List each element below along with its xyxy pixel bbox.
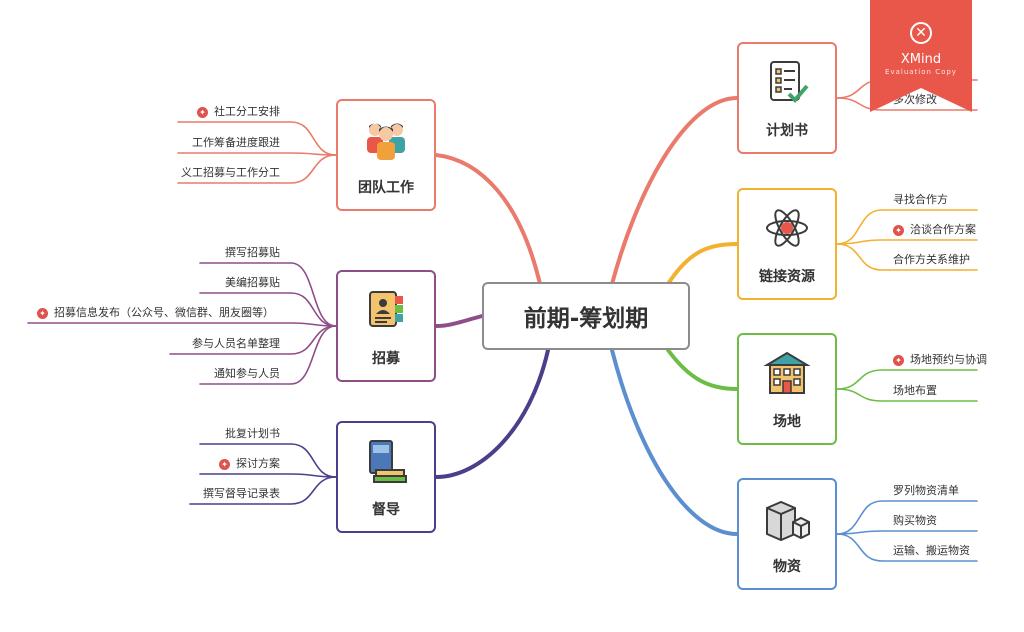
priority-star-icon: ✦ [197,106,208,118]
leaf-team-1[interactable]: 工作筹备进度跟进 [192,136,280,149]
leaf-supervise-2[interactable]: 撰写督导记录表 [203,487,280,500]
connector-root-supervise [434,348,550,479]
connector-team-leaf-1 [177,152,337,156]
branch-material[interactable]: 物资 [737,478,837,590]
leaf-supervise-1[interactable]: ✦探讨方案 [219,457,280,471]
branch-material-label: 物资 [773,559,801,575]
connector-resource-leaf-0 [836,209,978,245]
leaf-plan-1[interactable]: 多次修改 [893,93,937,106]
leaf-resource-2[interactable]: 合作方关系维护 [893,253,970,266]
connector-plan-leaf-1 [836,97,978,111]
leaf-team-0[interactable]: ✦社工分工安排 [197,105,280,119]
leaf-supervise-0[interactable]: 批复计划书 [225,427,280,440]
checklist-icon [770,61,809,103]
leaf-recruit-2[interactable]: ✦招募信息发布（公众号、微信群、朋友圈等） [37,306,274,320]
branch-plan-label: 计划书 [766,123,808,139]
connector-team-leaf-0 [177,121,337,156]
close-icon[interactable]: ✕ [910,22,932,44]
connector-material-leaf-0 [836,500,978,535]
connector-root-plan [610,96,739,286]
priority-star-icon: ✦ [37,307,48,319]
branch-team[interactable]: 团队工作 [336,99,436,211]
connector-root-material [610,348,739,536]
leaf-resource-0[interactable]: 寻找合作方 [893,193,948,206]
branch-resource[interactable]: 链接资源 [737,188,837,300]
branch-recruit-label: 招募 [372,351,400,367]
connector-material-leaf-1 [836,530,978,535]
connector-venue-leaf-0 [836,369,978,390]
leaf-venue-1[interactable]: 场地布置 [893,384,937,397]
books-icon [369,440,407,483]
team-icon [367,123,405,160]
branch-resource-label: 链接资源 [759,269,815,285]
leaf-material-2[interactable]: 运输、搬运物资 [893,544,970,557]
leaf-venue-0[interactable]: ✦场地预约与协调 [893,353,987,367]
leaf-recruit-4[interactable]: 通知参与人员 [214,367,280,380]
connector-root-team [434,153,542,286]
branch-team-label: 团队工作 [358,180,414,196]
leaf-team-2[interactable]: 义工招募与工作分工 [181,166,280,179]
branch-venue[interactable]: 场地 [737,333,837,445]
connector-recruit-leaf-4 [199,325,337,385]
connector-supervise-leaf-0 [199,443,337,478]
leaf-recruit-0[interactable]: 撰写招募贴 [225,246,280,259]
branch-recruit[interactable]: 招募 [336,270,436,382]
connector-supervise-leaf-1 [199,473,337,478]
leaf-material-1[interactable]: 购买物资 [893,514,937,527]
connector-recruit-leaf-2 [27,322,337,327]
atom-icon [766,209,808,247]
branch-venue-label: 场地 [773,414,801,430]
connector-recruit-leaf-0 [199,262,337,327]
root-topic[interactable]: 前期-筹划期 [482,282,690,350]
connector-resource-leaf-1 [836,239,978,245]
connector-venue-leaf-1 [836,388,978,402]
branch-supervise[interactable]: 督导 [336,421,436,533]
connector-root-recruit [434,314,484,328]
connector-supervise-leaf-2 [189,476,337,505]
priority-star-icon: ✦ [893,354,904,366]
root-topic-label: 前期-筹划期 [523,306,649,332]
connector-root-resource [666,242,739,286]
ribbon-shape [870,0,972,112]
connector-recruit-leaf-1 [199,292,337,327]
connector-material-leaf-2 [836,533,978,562]
leaf-recruit-1[interactable]: 美编招募贴 [225,276,280,289]
connector-resource-leaf-2 [836,243,978,271]
resume-icon [369,291,403,327]
connector-recruit-leaf-3 [169,325,337,355]
watermark-subtitle: Evaluation Copy [885,68,957,76]
priority-star-icon: ✦ [219,458,230,470]
branch-supervise-label: 督导 [372,502,400,518]
connector-root-venue [666,348,739,391]
xmind-watermark-ribbon: ✕ XMind Evaluation Copy [870,0,972,112]
boxes-icon [766,500,810,542]
leaf-resource-1[interactable]: ✦洽谈合作方案 [893,223,976,237]
leaf-recruit-3[interactable]: 参与人员名单整理 [192,337,280,350]
building-icon [763,351,811,394]
priority-star-icon: ✦ [893,224,904,236]
watermark-brand: XMind [900,52,942,67]
branch-plan[interactable]: 计划书 [737,42,837,154]
connector-team-leaf-2 [177,154,337,184]
leaf-material-0[interactable]: 罗列物资清单 [893,484,959,497]
